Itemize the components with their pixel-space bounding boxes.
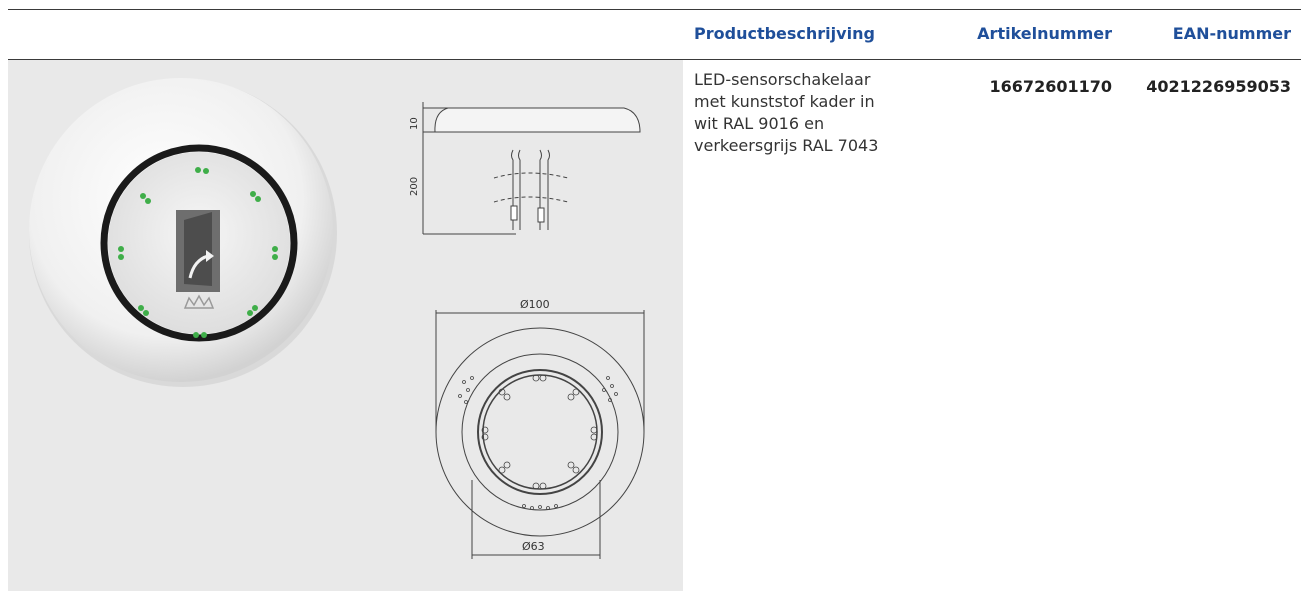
header-ean-number: EAN-nummer [1172, 24, 1291, 43]
door-exit-icon [176, 210, 220, 292]
crown-icon [183, 294, 215, 309]
top-view-drawing [435, 310, 645, 559]
led-indicators [118, 167, 278, 338]
height-dimension-label: 10 [409, 117, 420, 130]
cable-length-label: 200 [409, 177, 420, 196]
outer-diameter-label: Ø100 [520, 298, 550, 311]
header-product-description: Productbeschrijving [694, 24, 875, 43]
table-top-rule [8, 9, 1301, 10]
description-line: met kunststof kader in [694, 92, 875, 111]
product-image-panel: 10 200 [8, 60, 683, 591]
description-line: wit RAL 9016 en [694, 114, 825, 133]
header-article-number: Artikelnummer [977, 24, 1112, 43]
product-illustration: 10 200 [29, 78, 645, 559]
article-number-value: 16672601170 [989, 77, 1112, 96]
inner-diameter-label: Ø63 [522, 540, 545, 553]
product-description: LED-sensorschakelaar met kunststof kader… [694, 69, 934, 157]
description-line: verkeersgrijs RAL 7043 [694, 136, 879, 155]
description-line: LED-sensorschakelaar [694, 70, 871, 89]
switch-photo [29, 78, 337, 387]
ean-number-value: 4021226959053 [1146, 77, 1291, 96]
table-header-rule [8, 59, 1301, 60]
side-view-drawing [422, 102, 641, 235]
